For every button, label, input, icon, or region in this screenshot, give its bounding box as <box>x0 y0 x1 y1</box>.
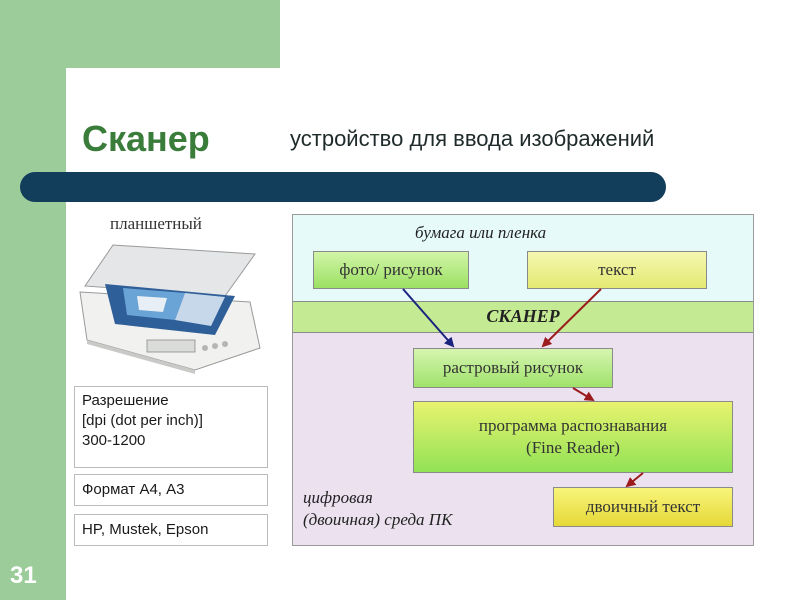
node-photo: фото/ рисунок <box>313 251 469 289</box>
format-info-box: Формат А4, А3 <box>74 474 268 506</box>
slide-title: Сканер <box>82 118 210 159</box>
digital-zone-label-line2: (двоичная) среда ПК <box>303 510 453 529</box>
decor-green-left <box>0 68 66 600</box>
node-text: текст <box>527 251 707 289</box>
slide-subtitle: устройство для ввода изображений <box>290 126 655 151</box>
digital-zone-label-line1: цифровая <box>303 488 373 507</box>
resolution-info-box: Разрешение [dpi (dot per inch)] 300-1200 <box>74 386 268 468</box>
decor-green-top <box>0 0 280 68</box>
node-binary-text: двоичный текст <box>553 487 733 527</box>
scanning-process-diagram: бумага или пленка СКАНЕР цифровая (двоич… <box>292 214 754 546</box>
resolution-line3: 300-1200 <box>82 432 146 449</box>
node-recognition-program-line1: программа распознавания <box>478 416 668 435</box>
brands-info-box: HP, Mustek, Epson <box>74 514 268 546</box>
scanner-type-label: планшетный <box>110 214 202 233</box>
page-number: 31 <box>10 562 37 589</box>
node-recognition-program-line2: (Fine Reader) <box>526 438 620 457</box>
digital-zone-label: цифровая (двоичная) среда ПК <box>303 487 452 531</box>
resolution-line1: Разрешение <box>82 392 169 409</box>
paper-zone-label: бумага или пленка <box>415 223 547 242</box>
node-raster-image: растровый рисунок <box>413 348 613 388</box>
scanner-zone-label: СКАНЕР <box>486 306 560 326</box>
scanner-zone: СКАНЕР <box>293 301 753 333</box>
flatbed-scanner-image <box>79 244 261 374</box>
resolution-line2: [dpi (dot per inch)] <box>82 412 203 429</box>
node-recognition-program: программа распознавания (Fine Reader) <box>413 401 733 473</box>
title-underline-bar <box>20 172 666 202</box>
